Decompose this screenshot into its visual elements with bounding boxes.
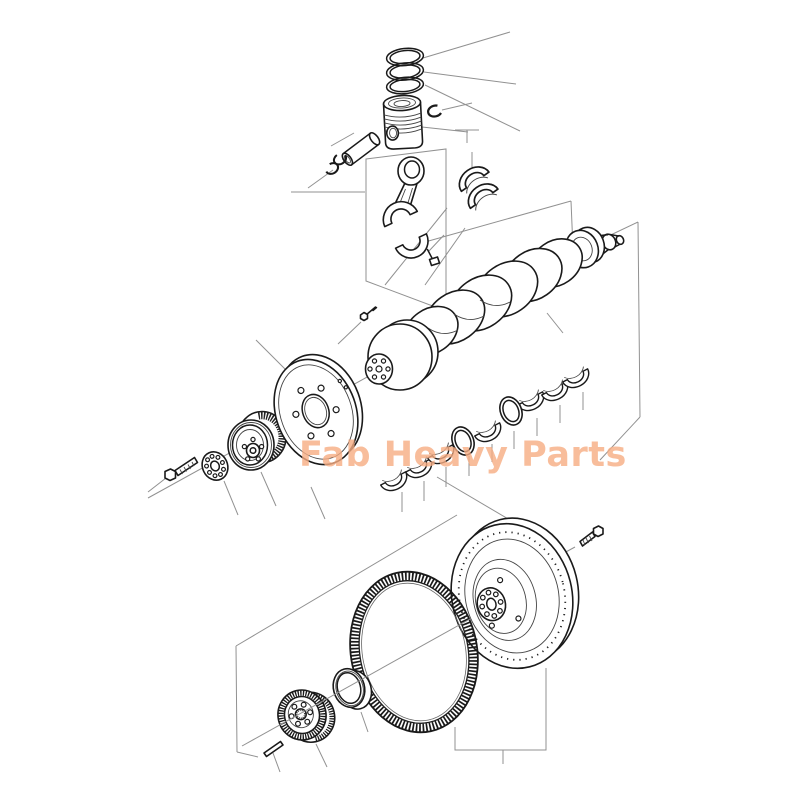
oil-ring	[385, 76, 425, 95]
watermark: Fab Heavy Parts	[299, 435, 627, 475]
crankshaft-pulley	[227, 410, 287, 471]
piston	[382, 94, 424, 150]
circlip-right	[426, 104, 444, 118]
construction-lines	[147, 31, 641, 773]
circlip-left-1	[332, 152, 348, 166]
vibration-damper	[273, 353, 364, 466]
crankshaft	[364, 226, 625, 391]
pin-circlips	[324, 104, 444, 175]
main-bearing-shells	[380, 366, 590, 492]
piston-pin	[341, 131, 381, 167]
connecting-rod-cap	[394, 233, 429, 259]
dowel-pin	[263, 740, 284, 758]
piston-rings	[385, 47, 425, 95]
pulley-bolt	[164, 456, 199, 482]
circlip-left-2	[324, 162, 340, 175]
connecting-rod	[382, 156, 441, 267]
flywheel-bolt	[579, 525, 604, 547]
crankshaft-gear	[277, 689, 336, 744]
flywheel	[450, 517, 580, 670]
connecting-rod-bolt	[426, 248, 441, 267]
axis-leader-line	[241, 618, 471, 747]
connecting-rod-bearing-shells	[458, 166, 499, 211]
thrust-washers	[451, 396, 523, 456]
pulley-washer	[201, 451, 229, 481]
crankshaft-front-bolt	[359, 306, 378, 322]
wear-sleeve	[332, 667, 373, 710]
flywheel-ring-gear	[349, 570, 479, 734]
